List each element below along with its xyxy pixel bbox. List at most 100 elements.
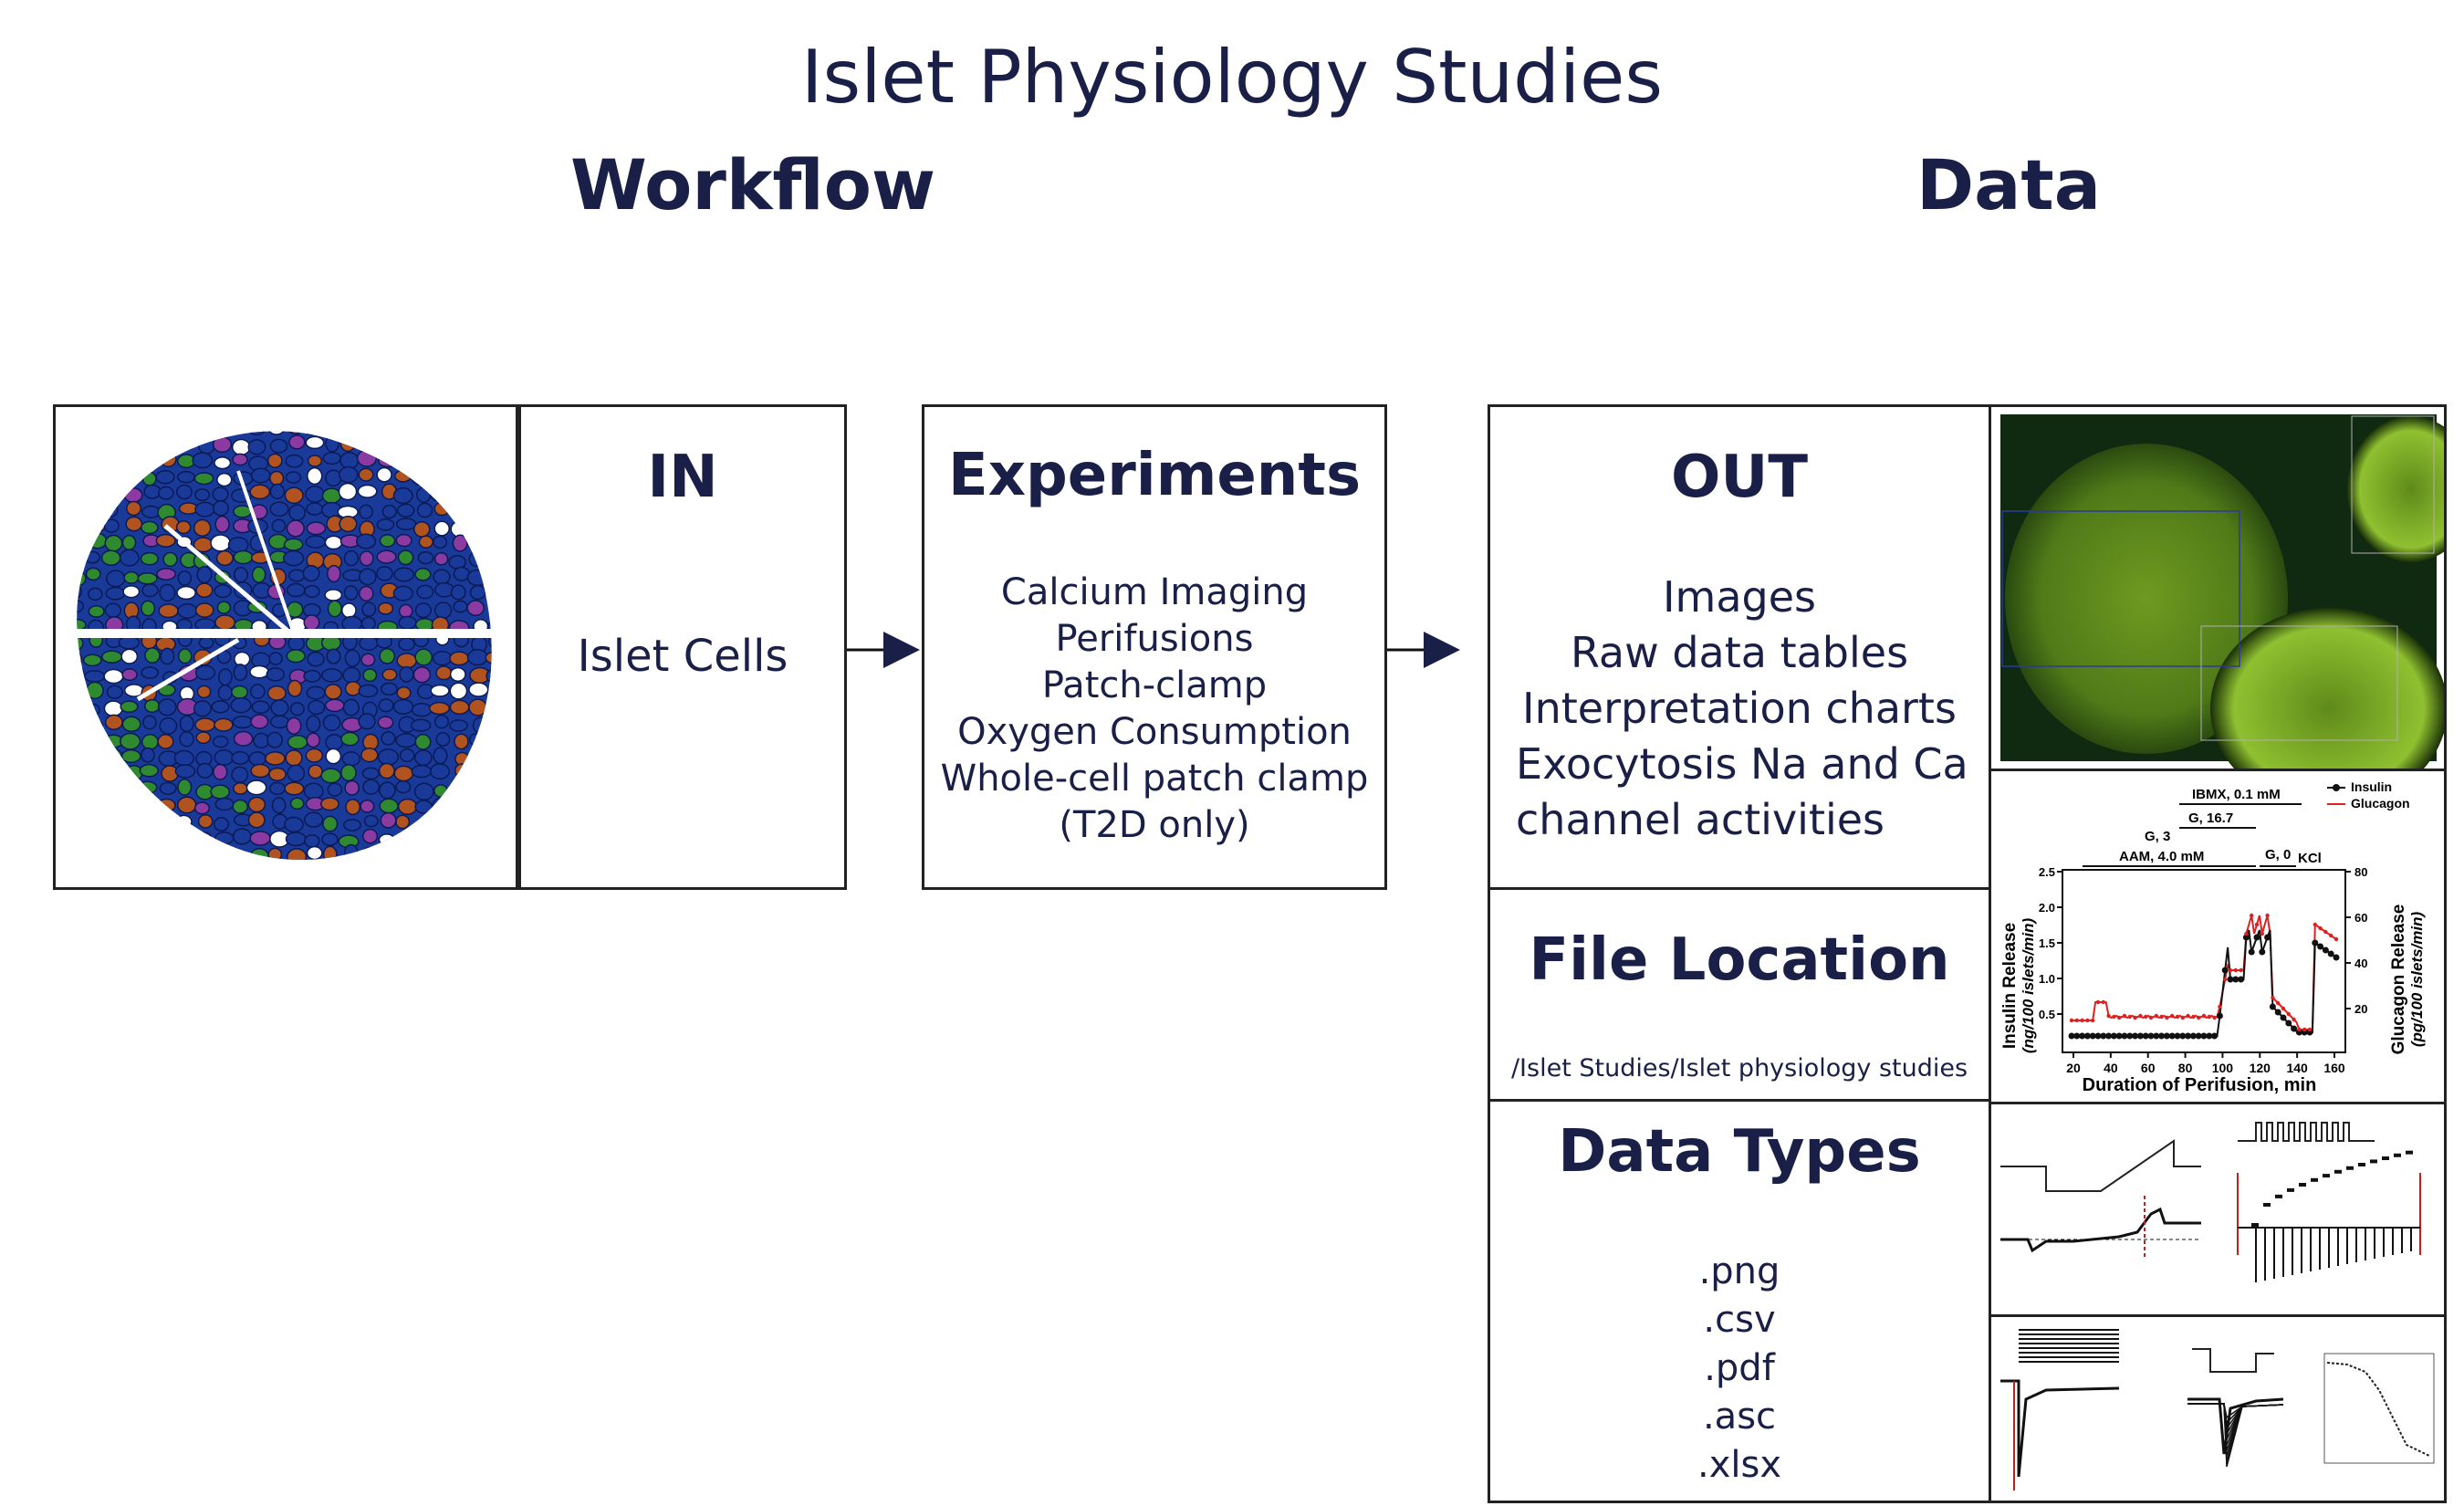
islet-cell: [214, 583, 232, 599]
islet-cell: [141, 600, 156, 617]
islet-cell: [173, 749, 195, 767]
glucagon-point: [2271, 995, 2275, 1000]
islet-cell: [233, 730, 254, 747]
islet-cell: [214, 515, 230, 533]
islet-cell: [83, 799, 103, 816]
out-item: channel activities: [1516, 795, 1885, 844]
out-item: Exocytosis Na and Ca: [1516, 739, 1968, 789]
islet-cell: [322, 451, 341, 465]
islet-cell: [320, 768, 342, 784]
islet-cell: [160, 647, 175, 665]
islet-cell: [454, 733, 469, 750]
islet-cell: [449, 666, 466, 682]
islet-cell: [381, 504, 397, 519]
islet-cell: [233, 549, 254, 565]
islet-cell: [322, 815, 339, 832]
insulin-point: [2227, 976, 2234, 983]
capacitance-point: [2370, 1159, 2377, 1164]
islet-cell: [344, 681, 361, 696]
y-left-tick-label: 1.0: [2039, 972, 2055, 986]
islet-cell: [395, 733, 417, 748]
islet-cell: [468, 431, 489, 437]
islet-cell: [344, 779, 360, 796]
islet-cell: [324, 698, 345, 713]
islet-cell: [192, 452, 214, 469]
islet-cell: [321, 832, 339, 847]
patch-clamp-traces-2: [2000, 1329, 2435, 1490]
insulin-point: [2174, 1032, 2181, 1040]
islet-cell: [433, 431, 453, 438]
islet-cell: [433, 747, 448, 765]
insulin-point: [2206, 1032, 2213, 1040]
islet-cell: [341, 615, 363, 633]
islet-cell: [306, 685, 326, 700]
calcium-image-panel: [1989, 404, 2447, 771]
y-left-tick-label: 2.5: [2039, 865, 2055, 879]
islet-cell: [341, 602, 357, 619]
islet-cell: [283, 538, 304, 551]
islet-cell: [85, 436, 100, 452]
glucagon-point: [2144, 1014, 2148, 1020]
islet-cell: [214, 797, 235, 811]
islet-cell: [251, 862, 268, 877]
islet-cell: [210, 534, 231, 552]
insulin-point: [2121, 1032, 2128, 1040]
islet-cell: [156, 798, 176, 812]
islet-cell: [339, 515, 358, 533]
insulin-point: [2259, 948, 2266, 956]
glucagon-point: [2148, 1015, 2154, 1020]
islet-cell: [433, 581, 454, 598]
islet-cell: [249, 664, 270, 679]
x-tick-label: 100: [2212, 1061, 2234, 1075]
islet-cell: [486, 534, 492, 549]
islet-cell: [469, 535, 490, 553]
islet-cell: [156, 568, 176, 580]
islet-cell: [412, 851, 434, 860]
islet-cell: [449, 699, 470, 716]
islet-cell: [88, 587, 103, 601]
islet-cell: [87, 719, 104, 733]
islet-cell: [217, 685, 233, 701]
islet-cell: [268, 767, 287, 782]
glucagon-point: [2244, 931, 2249, 936]
x-tick-label: 80: [2178, 1061, 2193, 1075]
islet-cell: [360, 435, 381, 452]
islet-cell: [77, 815, 89, 831]
islet-cell: [287, 848, 308, 860]
islet-cell: [289, 702, 305, 716]
capacitance-point: [2334, 1169, 2342, 1174]
islet-cell: [100, 829, 120, 844]
islet-cell: [450, 584, 466, 601]
islet-cell: [304, 833, 320, 848]
islet-cell: [144, 698, 161, 714]
experiment-item: Whole-cell patch clamp: [940, 758, 1369, 800]
islet-cell: [393, 765, 414, 782]
islet-cell: [452, 484, 469, 499]
islet-cell: [247, 796, 266, 813]
islet-cell: [378, 698, 394, 713]
islet-cell: [143, 484, 162, 499]
glucagon-point: [2329, 933, 2333, 938]
islet-cell: [162, 551, 178, 568]
islet-cell: [303, 782, 324, 800]
islet-cell: [177, 778, 193, 796]
islet-cell: [325, 734, 344, 751]
islet-cell: [197, 814, 214, 829]
islet-cell: [77, 599, 85, 613]
islet-cell: [212, 486, 229, 502]
y-right-label-line1: Glucagon Release: [2389, 905, 2408, 1055]
islet-cell: [210, 784, 231, 800]
islet-cell: [414, 733, 432, 750]
islet-cell: [174, 845, 194, 860]
islet-cell: [378, 455, 399, 468]
islet-cell: [194, 831, 213, 846]
islet-cell: [486, 763, 492, 781]
islet-cell: [485, 435, 492, 451]
y-left-tick-label: 2.0: [2039, 901, 2055, 915]
islet-cell: [143, 454, 161, 469]
insulin-point: [2253, 934, 2260, 941]
islet-cell: [413, 782, 434, 801]
islet-cell: [306, 715, 321, 733]
capacitance-point: [2311, 1177, 2318, 1182]
islet-cell: [216, 472, 233, 487]
